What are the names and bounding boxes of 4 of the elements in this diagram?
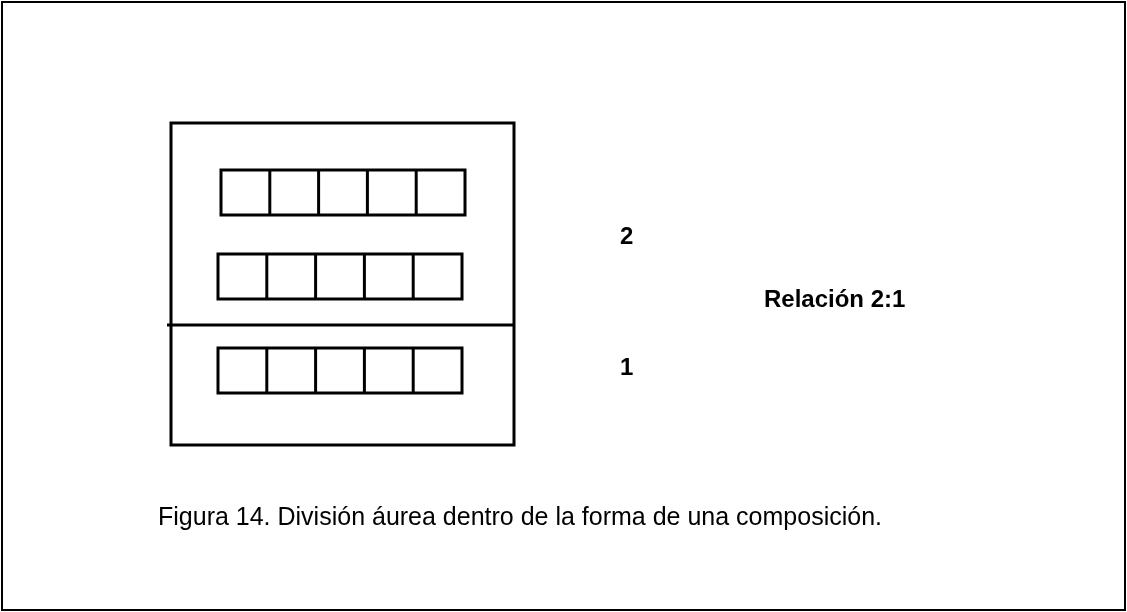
ratio-number: 1 [620, 353, 634, 381]
ratio-number: 2 [620, 222, 634, 250]
figure-caption: Figura 14. División áurea dentro de la forma de una composición. [158, 502, 882, 531]
ratio-label: Relación 2:1 [764, 285, 906, 313]
